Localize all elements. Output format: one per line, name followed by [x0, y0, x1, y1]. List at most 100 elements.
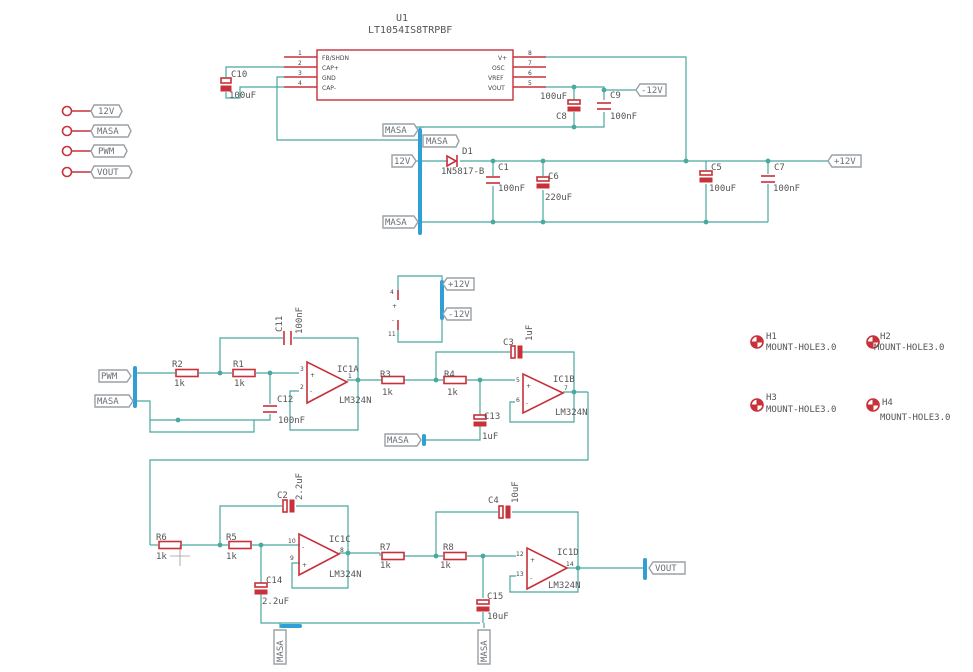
r5-value: 1k	[226, 552, 237, 562]
opamp-ic1c[interactable]: - + 10 9 8 IC1C LM324N	[288, 532, 362, 580]
capacitor-c15[interactable]: C15 10uF	[476, 592, 509, 622]
net-label-masa-in[interactable]: MASA	[94, 394, 134, 408]
r8-ref: R8	[443, 543, 454, 553]
ic1b-pin6: 6	[516, 397, 520, 404]
net-label-12v-conn[interactable]: 12V	[90, 104, 123, 118]
ic1d-pin14: 14	[566, 561, 574, 568]
r1-ref: R1	[233, 360, 244, 370]
net-label-neg12v-pwr[interactable]: -12V	[442, 307, 472, 321]
capacitor-c4[interactable]: C4 10uF	[488, 481, 521, 519]
mount-hole-h1[interactable]: H1 MOUNT-HOLE3.0	[750, 332, 836, 353]
opamp-ic1a[interactable]: + - 3 2 1 IC1A LM324N	[300, 360, 372, 406]
net-label-masa-bot2[interactable]: MASA	[477, 629, 491, 665]
ic1a-ref: IC1A	[337, 365, 359, 375]
mount-hole-h3[interactable]: H3 MOUNT-HOLE3.0	[750, 393, 836, 415]
opamp-ic1d[interactable]: + - 12 13 14 IC1D LM324N	[516, 546, 581, 591]
net-label-masa-bot1[interactable]: MASA	[273, 629, 287, 665]
svg-text:+: +	[530, 557, 535, 564]
resistor-r5[interactable]: R5 1k	[226, 533, 252, 562]
svg-text:MASA: MASA	[97, 127, 119, 137]
svg-text:-: -	[530, 575, 532, 582]
c13-value: 1uF	[482, 432, 498, 442]
net-label-vout-conn[interactable]: VOUT	[90, 165, 133, 179]
net-label-pos12v-right[interactable]: +12V	[827, 154, 862, 168]
net-label-masa-c13[interactable]: MASA	[384, 433, 422, 447]
c11-value: 100nF	[295, 307, 305, 334]
net-label-pwm-in[interactable]: PWM	[98, 369, 132, 383]
capacitor-c1[interactable]: C1 100nF	[486, 163, 525, 194]
r3-ref: R3	[380, 370, 391, 380]
net-label-12v-in[interactable]: 12V	[391, 154, 417, 168]
resistor-r8[interactable]: R8 1k	[440, 543, 467, 571]
ic1c-pin10: 10	[288, 538, 296, 545]
capacitor-c6[interactable]: C6 220uF	[536, 172, 572, 203]
ic1b-pin5: 5	[516, 377, 520, 384]
u1-pin-num-2: 2	[298, 60, 302, 67]
net-label-masa-mid[interactable]: MASA	[382, 215, 419, 229]
svg-text:MASA: MASA	[426, 137, 448, 147]
capacitor-c7[interactable]: C7 100nF	[761, 163, 800, 194]
ic1c-pin9: 9	[290, 555, 294, 562]
connector-pad-masa[interactable]	[61, 125, 93, 137]
mount-hole-h2[interactable]: H2 MOUNT-HOLE3.0	[866, 332, 944, 353]
resistor-r7[interactable]: R7 1k	[380, 543, 405, 571]
r2-ref: R2	[172, 360, 183, 370]
c6-value: 220uF	[545, 193, 572, 203]
capacitor-c5[interactable]: C5 100uF	[699, 163, 736, 194]
net-label-masa-conn[interactable]: MASA	[90, 124, 132, 138]
svg-text:-12V: -12V	[641, 86, 663, 96]
u1-pin-num-6: 6	[528, 70, 532, 77]
connector-pad-pwm[interactable]	[61, 145, 93, 157]
net-label-masa-top2[interactable]: MASA	[422, 134, 460, 148]
svg-text:+12V: +12V	[448, 280, 470, 290]
svg-text:PWM: PWM	[101, 372, 118, 382]
capacitor-c10[interactable]: C10 100uF	[220, 70, 256, 101]
c12-value: 100nF	[278, 416, 305, 426]
c14-value: 2.2uF	[262, 597, 289, 607]
net-label-neg12v-top[interactable]: -12V	[635, 83, 667, 97]
capacitor-c14[interactable]: C14 2.2uF	[254, 576, 289, 607]
net-label-pwm-conn[interactable]: PWM	[90, 144, 128, 158]
net-label-vout-out[interactable]: VOUT	[648, 561, 686, 575]
net-label-pos12v-pwr[interactable]: +12V	[442, 277, 475, 291]
resistor-r6[interactable]: R6 1k	[156, 533, 182, 562]
connector-pad-12v[interactable]	[61, 105, 93, 117]
svg-text:-: -	[310, 388, 312, 395]
resistor-r1[interactable]: R1 1k	[232, 360, 256, 389]
resistor-r4[interactable]: R4 1k	[443, 370, 467, 398]
capacitor-c13[interactable]: C13 1uF	[473, 412, 500, 442]
r8-value: 1k	[440, 561, 451, 571]
svg-text:MASA: MASA	[480, 640, 490, 662]
capacitor-c9[interactable]: C9 100nF	[597, 91, 637, 122]
resistor-r2[interactable]: R2 1k	[172, 360, 199, 389]
svg-text:-12V: -12V	[448, 310, 470, 320]
capacitor-c11[interactable]: C11 100nF	[275, 307, 305, 345]
diode-d1[interactable]: D1 1N5817-B	[441, 147, 484, 177]
u1-pin-name-8: V+	[498, 55, 507, 62]
connector-pad-vout[interactable]	[61, 166, 93, 178]
u1-pin-num-1: 1	[298, 50, 302, 57]
capacitor-c3[interactable]: C3 1uF	[503, 325, 535, 359]
c10-ref: C10	[231, 70, 247, 80]
opamp-ic1b[interactable]: + - 5 6 7 IC1B LM324N	[516, 372, 588, 418]
mount-hole-h4[interactable]: H4 MOUNT-HOLE3.0	[866, 398, 950, 423]
u1-ref: U1	[396, 13, 408, 24]
capacitor-c2[interactable]: C2 2.2uF	[277, 473, 305, 513]
r3-value: 1k	[382, 388, 393, 398]
c5-ref: C5	[711, 163, 722, 173]
ic1b-value: LM324N	[555, 408, 588, 418]
capacitor-c12[interactable]: C12 100nF	[263, 395, 305, 426]
ic1d-pin12: 12	[516, 551, 524, 558]
capacitor-c8[interactable]: 100uF C8	[540, 92, 581, 122]
svg-text:+: +	[310, 372, 315, 379]
ic1d-pin13: 13	[516, 571, 524, 578]
r7-value: 1k	[380, 561, 391, 571]
net-label-masa-top[interactable]: MASA	[382, 123, 419, 137]
ic1c-ref: IC1C	[329, 535, 351, 545]
resistor-r3[interactable]: R3 1k	[380, 370, 405, 398]
h3-ref: H3	[766, 393, 777, 403]
r6-value: 1k	[156, 552, 167, 562]
svg-text:+: +	[302, 562, 307, 569]
h1-ref: H1	[766, 332, 777, 342]
svg-text:+: +	[392, 303, 397, 310]
